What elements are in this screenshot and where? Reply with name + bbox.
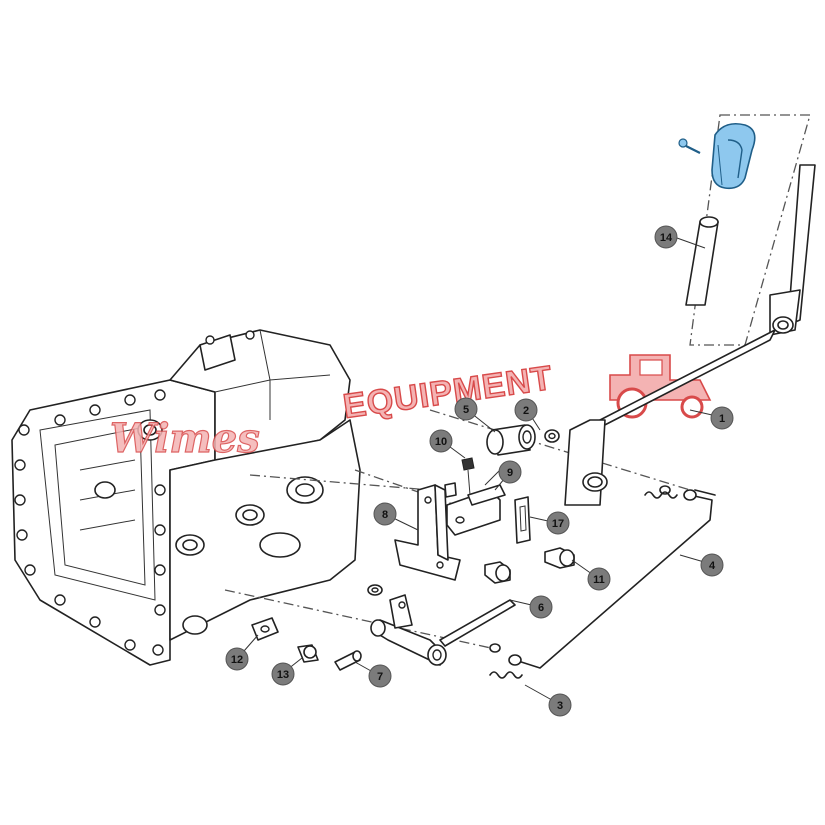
- callout-5: 5: [454, 397, 478, 421]
- callout-17: 17: [546, 511, 570, 535]
- callout-9: 9: [498, 460, 522, 484]
- callout-17-label: 17: [552, 518, 564, 530]
- callout-9-label: 9: [507, 467, 513, 479]
- part-13-bolt[interactable]: [297, 644, 319, 663]
- bracket-bolt: [484, 561, 511, 584]
- shaft-bosses: [94, 419, 324, 635]
- part-4-shift-rod[interactable]: [508, 489, 716, 669]
- clips-upper: [644, 485, 678, 499]
- yoke-assembly: [367, 584, 447, 666]
- part-5-bushing[interactable]: [486, 424, 536, 456]
- callout-14: 14: [654, 225, 678, 249]
- callout-12-label: 12: [231, 654, 243, 666]
- callout-6-label: 6: [538, 602, 544, 614]
- callout-8-label: 8: [382, 509, 388, 521]
- callout-13-label: 13: [277, 669, 289, 681]
- part-2-washer[interactable]: [544, 429, 560, 443]
- callout-11-label: 11: [593, 574, 605, 586]
- callout-3: 3: [548, 693, 572, 717]
- callout-11: 11: [587, 567, 611, 591]
- watermark-script-text: Wimes: [110, 415, 260, 462]
- knob-screw-icon: [678, 138, 701, 154]
- part-10-bolt[interactable]: [461, 457, 475, 496]
- clips-lower: [489, 643, 523, 679]
- callout-7-label: 7: [377, 671, 383, 683]
- callout-12: 12: [225, 647, 249, 671]
- lever-knob-highlighted[interactable]: [711, 122, 756, 190]
- callout-10: 10: [429, 429, 453, 453]
- callout-6: 6: [529, 595, 553, 619]
- callout-1-label: 1: [719, 413, 725, 425]
- part-7-dowel[interactable]: [334, 650, 362, 671]
- callout-8: 8: [373, 502, 397, 526]
- callout-5-label: 5: [463, 404, 469, 416]
- part-6-pin[interactable]: [439, 599, 516, 647]
- callout-2-label: 2: [523, 405, 529, 417]
- callout-13: 13: [271, 662, 295, 686]
- part-1-shift-lever[interactable]: [564, 164, 816, 506]
- part-14-sleeve[interactable]: [685, 216, 719, 306]
- callout-1: 1: [710, 406, 734, 430]
- small-pin-icon: [444, 482, 457, 498]
- part-17-slotted-plate[interactable]: [514, 496, 531, 544]
- callout-4-label: 4: [709, 560, 716, 572]
- flange-bolt-holes: [14, 330, 255, 656]
- callout-4: 4: [700, 553, 724, 577]
- part-11-bolt[interactable]: [544, 547, 575, 569]
- part-9-pivot-block[interactable]: [446, 469, 506, 536]
- callout-3-label: 3: [557, 700, 563, 712]
- callout-10-label: 10: [435, 436, 447, 448]
- callout-7: 7: [368, 664, 392, 688]
- callout-2: 2: [514, 398, 538, 422]
- callout-14-label: 14: [660, 232, 673, 244]
- part-12-plate[interactable]: [251, 617, 279, 641]
- part-8-bracket[interactable]: [394, 484, 461, 581]
- transmission-housing: [11, 329, 361, 666]
